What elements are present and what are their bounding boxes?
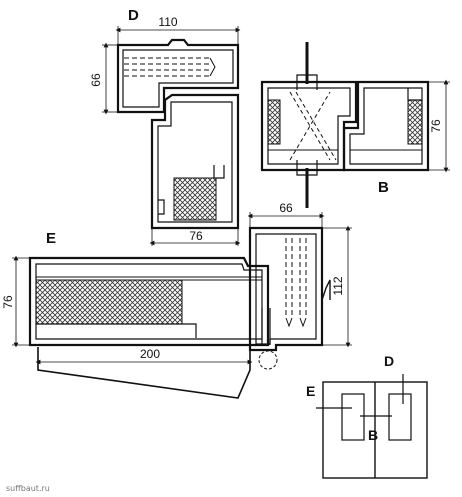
dim-d-lower-width: 76 [189,229,203,243]
key-label-d: D [384,353,394,369]
dim-d-height: 66 [89,73,103,87]
dim-b-height: 76 [429,119,443,133]
key-label-b: B [368,427,378,443]
section-label-b: B [378,179,389,196]
section-right-profile [247,212,352,352]
dim-e-height: 76 [1,295,15,309]
watermark: suffbaut.ru [6,484,50,493]
section-label-e: E [46,230,56,247]
dim-right-width: 66 [279,201,293,215]
section-b [260,42,450,208]
section-d [102,26,241,246]
section-label-d: D [128,7,139,24]
dim-d-width: 110 [158,15,177,29]
dim-e-width: 200 [140,347,160,361]
section-e [12,255,278,399]
key-diagram [316,374,428,479]
key-label-e: E [306,383,315,399]
dim-right-height: 112 [331,276,345,295]
